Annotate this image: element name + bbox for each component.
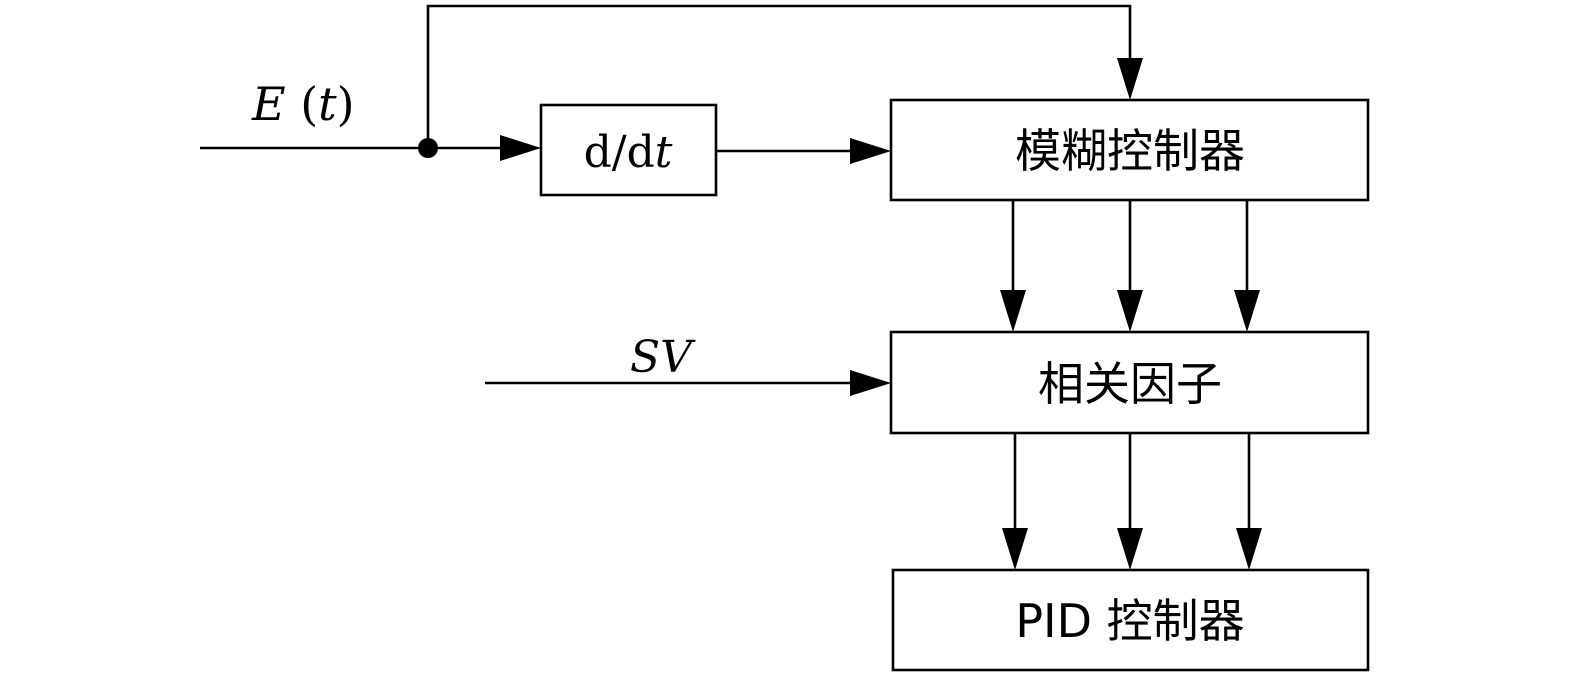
arrowhead-fuzzy-to-factor-1 bbox=[1000, 290, 1026, 332]
pid-controller-label: PID 控制器 bbox=[1015, 594, 1244, 648]
arrowhead-factor-to-pid-3 bbox=[1236, 528, 1262, 570]
fuzzy-controller-label: 模糊控制器 bbox=[1015, 124, 1245, 178]
arrowhead-differentiator-to-fuzzy bbox=[850, 138, 891, 164]
differentiator-block bbox=[539, 103, 718, 197]
setpoint-label: SV bbox=[630, 332, 696, 383]
correlation-factor-label: 相关因子 bbox=[1038, 357, 1222, 411]
pid-controller-block bbox=[891, 568, 1370, 672]
arrowhead-to-differentiator bbox=[500, 135, 541, 161]
differentiator-label: d/dt bbox=[584, 127, 673, 178]
correlation-factor-block bbox=[889, 330, 1370, 435]
arrowhead-setpoint-to-factor bbox=[850, 370, 891, 396]
arrowhead-bypass-to-fuzzy bbox=[1117, 58, 1143, 100]
arrowhead-fuzzy-to-factor-3 bbox=[1234, 290, 1260, 332]
arrowhead-fuzzy-to-factor-2 bbox=[1117, 290, 1143, 332]
fuzzy-controller-block bbox=[889, 98, 1370, 202]
error-signal-label: E (t) bbox=[251, 77, 355, 131]
bypass-line-to-fuzzy bbox=[426, 4, 1132, 148]
arrowhead-factor-to-pid-2 bbox=[1117, 528, 1143, 570]
arrowhead-factor-to-pid-1 bbox=[1002, 528, 1028, 570]
